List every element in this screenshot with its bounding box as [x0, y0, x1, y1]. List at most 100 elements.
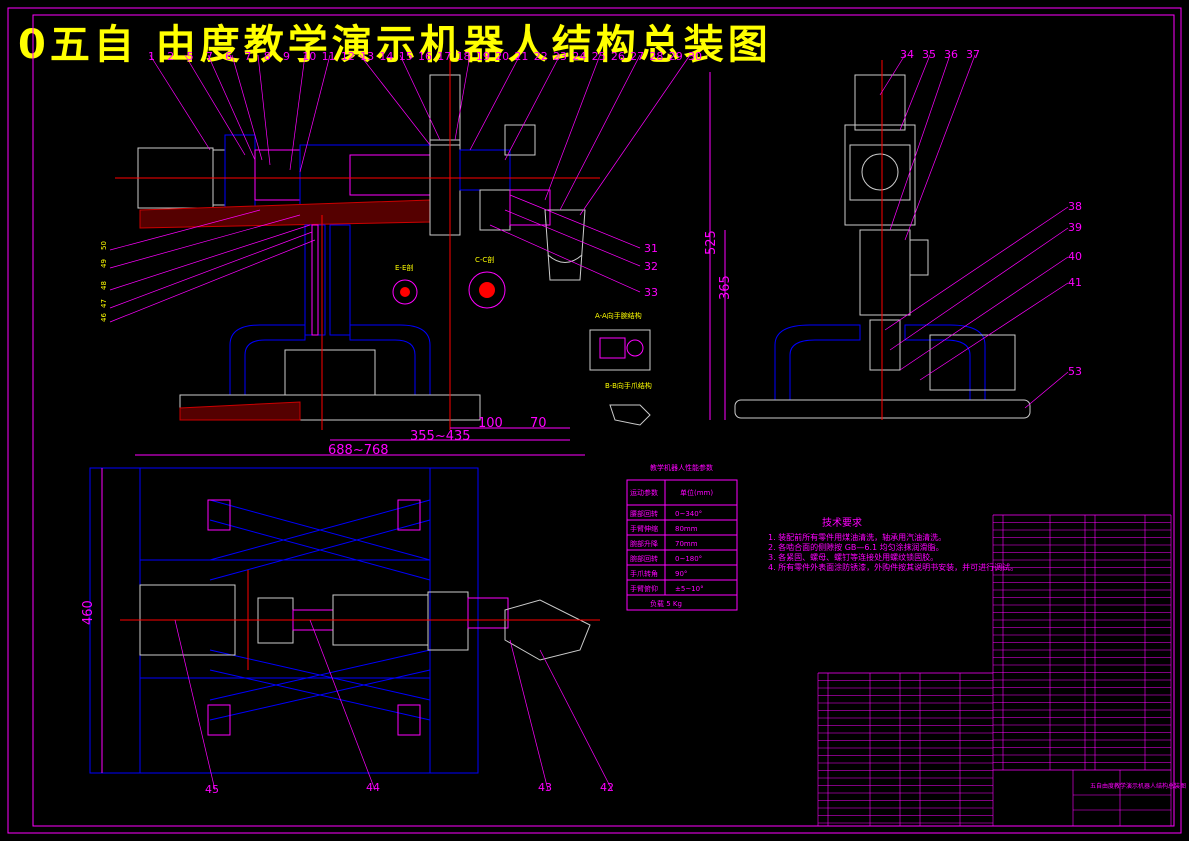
dim-355-435: 355~435 — [410, 429, 471, 444]
balloon-left-4: 46 — [100, 313, 108, 322]
dim-100: 100 — [478, 416, 503, 431]
balloon-top-13: 15 — [399, 50, 413, 63]
balloon-top-20: 22 — [534, 50, 548, 63]
balloon-left-3: 47 — [100, 299, 108, 308]
param-row-0-name: 腰部回转 — [630, 509, 658, 518]
balloon-43: 43 — [538, 781, 552, 794]
detail-views: A-A向手腕结构 B-B向手爪结构 — [589, 311, 652, 426]
param-row-5-name: 手臂俯仰 — [630, 584, 658, 593]
section-ee-label: E-E剖 — [395, 263, 413, 272]
section-bb-label: B-B向手爪结构 — [605, 381, 652, 390]
tech-req-1: 1. 装配前所有零件用煤油清洗，轴承用汽油清洗。 — [768, 532, 946, 542]
balloon-left-2: 48 — [100, 281, 108, 290]
title-block-name: 五自由度教学演示机器人结构总装图 — [1090, 782, 1186, 790]
param-row-2-val: 70mm — [675, 540, 698, 548]
param-header-0: 运动参数 — [630, 488, 658, 497]
leaders-bottom — [174, 619, 613, 791]
balloon-40: 40 — [1068, 250, 1082, 263]
balloon-top-11: 13 — [360, 50, 374, 63]
balloon-35: 35 — [922, 48, 936, 61]
balloon-31: 31 — [644, 242, 658, 255]
section-cc-label: C-C剖 — [475, 255, 494, 264]
balloon-42: 42 — [600, 781, 614, 794]
drawing-title: 0五自 由度教学演示机器人结构总装图 — [18, 22, 772, 68]
leaders-side — [879, 54, 1069, 409]
balloon-top-2: 5 — [187, 50, 194, 63]
balloon-top-17: 19 — [476, 50, 490, 63]
balloon-top-22: 24 — [572, 50, 586, 63]
param-row-0-val: 0~340° — [675, 510, 702, 518]
dim-70: 70 — [530, 416, 547, 431]
balloon-top-25: 27 — [630, 50, 644, 63]
balloon-44: 44 — [366, 781, 380, 794]
balloon-top-28: 30 — [688, 50, 702, 63]
param-header-1: 单位(mm) — [680, 488, 713, 497]
balloon-top-7: 9 — [283, 50, 290, 63]
param-row-5-val: ±5~10° — [675, 585, 704, 593]
dim-365: 365 — [718, 275, 733, 300]
balloon-top-23: 25 — [592, 50, 606, 63]
balloon-top-9: 11 — [322, 50, 336, 63]
balloon-top-15: 17 — [437, 50, 451, 63]
balloon-left-0: 50 — [100, 241, 108, 250]
param-row-4-val: 90° — [675, 570, 687, 578]
balloons-side: 34 35 36 37 38 39 40 41 53 — [900, 48, 1082, 378]
section-aa-label: A-A向手腕结构 — [595, 311, 642, 320]
param-row-3-val: 0~180° — [675, 555, 702, 563]
top-view: 688~768 460 — [81, 443, 600, 774]
balloon-38: 38 — [1068, 200, 1082, 213]
balloon-39: 39 — [1068, 221, 1082, 234]
balloon-33: 33 — [644, 286, 658, 299]
balloon-top-5: 7 — [244, 50, 251, 63]
balloon-top-14: 16 — [418, 50, 432, 63]
balloon-top-1: 2 — [167, 50, 174, 63]
balloon-top-16: 18 — [457, 50, 471, 63]
balloon-top-18: 20 — [495, 50, 509, 63]
param-table-title: 教学机器人性能参数 — [650, 463, 713, 472]
param-table: 教学机器人性能参数 运动参数 单位(mm) 腰部回转 0~340° 手臂伸缩 8… — [626, 463, 738, 611]
leaders-top — [149, 54, 691, 293]
balloon-top-26: 28 — [649, 50, 663, 63]
balloons-bottom: 45 44 43 42 — [205, 781, 614, 796]
balloon-top-4: 6 — [225, 50, 232, 63]
leaders-left — [109, 209, 316, 323]
balloon-36: 36 — [944, 48, 958, 61]
tech-req-2: 2. 各啮合面的侧隙按 GB—6.1 均匀涂抹润滑脂。 — [768, 542, 944, 552]
side-view: 525 365 — [704, 60, 1031, 420]
balloon-top-6: 8 — [264, 50, 271, 63]
param-row-2-name: 腕部升降 — [630, 539, 658, 548]
balloon-top-10: 12 — [341, 50, 355, 63]
balloon-top-0: 1 — [148, 50, 155, 63]
dim-525: 525 — [704, 230, 719, 255]
param-row-4-name: 手爪转角 — [630, 569, 658, 578]
balloon-37: 37 — [966, 48, 980, 61]
balloon-top-27: 29 — [669, 50, 683, 63]
balloon-34: 34 — [900, 48, 914, 61]
balloon-top-19: 21 — [514, 50, 528, 63]
bom-table — [817, 514, 1172, 826]
balloon-top-8: 10 — [302, 50, 316, 63]
balloon-top-24: 26 — [611, 50, 625, 63]
tech-req-title: 技术要求 — [822, 516, 862, 529]
dim-460: 460 — [81, 600, 96, 625]
balloon-41: 41 — [1068, 276, 1082, 289]
balloon-top-12: 14 — [379, 50, 393, 63]
dim-688-768: 688~768 — [328, 443, 389, 458]
balloon-53: 53 — [1068, 365, 1082, 378]
param-row-1-name: 手臂伸缩 — [630, 524, 658, 533]
balloon-32: 32 — [644, 260, 658, 273]
balloon-top-3: 7 — [206, 50, 213, 63]
tech-req-3: 3. 各紧固、螺母、螺钉等连接处用螺纹锁固胶。 — [768, 552, 938, 562]
param-footer: 负载 5 Kg — [650, 599, 682, 608]
param-row-1-val: 80mm — [675, 525, 698, 533]
tech-req-4: 4. 所有零件外表面涂防锈漆，外购件按其说明书安装，并可进行调试。 — [768, 562, 1018, 572]
front-view: E-E剖 C-C剖 100 70 355~435 — [115, 60, 600, 444]
balloon-left-1: 49 — [100, 259, 108, 268]
balloon-top-21: 23 — [553, 50, 567, 63]
outer-border — [7, 7, 1182, 834]
param-row-3-name: 腕部回转 — [630, 554, 658, 563]
inner-border — [32, 14, 1175, 827]
balloon-45: 45 — [205, 783, 219, 796]
